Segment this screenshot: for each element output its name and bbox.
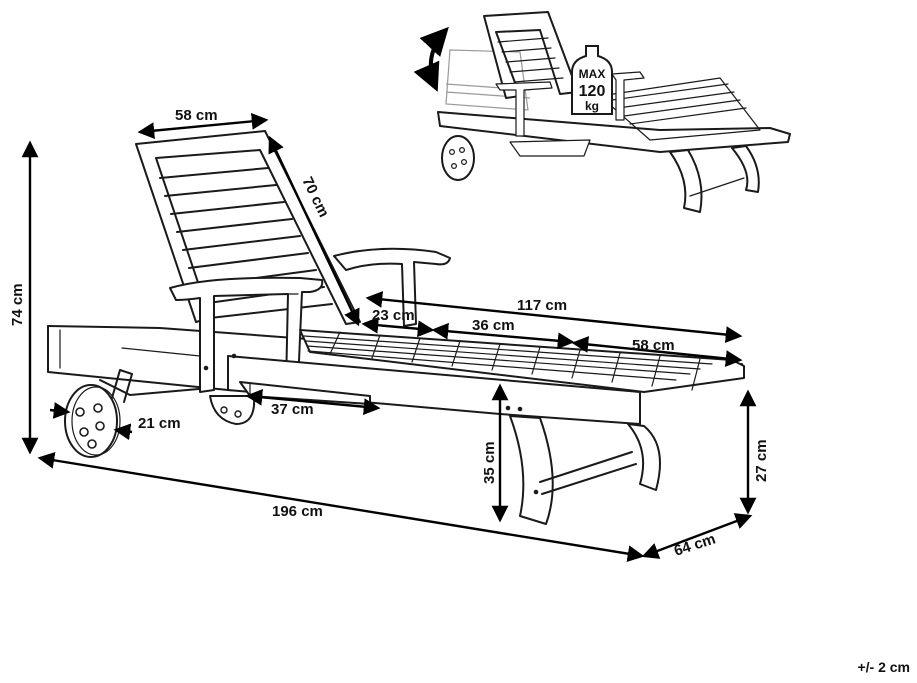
dim-21-wheel-left: [49, 402, 71, 419]
label-seat-section-a: 23 cm: [372, 307, 415, 324]
rear-wheel: [64, 384, 121, 458]
label-seat-section-b: 36 cm: [472, 317, 515, 334]
label-backrest-width: 58 cm: [175, 107, 218, 124]
inset-lounger-drawing: MAX 120 kg: [413, 11, 791, 213]
max-load-weight-icon: MAX 120 kg: [571, 45, 613, 115]
dim-196-length: [37, 452, 645, 562]
dimension-labels: 58 cm 70 cm 74 cm 117 cm 23 cm 36 cm 58 …: [9, 107, 770, 560]
dim-117-seat: [365, 291, 743, 343]
dim-70-backrest: [268, 135, 360, 327]
dimension-lines: [21, 112, 757, 562]
label-seat-section-c: 58 cm: [632, 337, 675, 354]
dim-21-wheel-right: [113, 423, 133, 441]
dim-23-seat: [361, 316, 435, 338]
dim-36-seat: [431, 322, 575, 350]
max-load-label: MAX: [579, 67, 606, 81]
label-total-length: 196 cm: [272, 503, 323, 520]
dim-64-width: [641, 513, 753, 559]
label-total-height: 74 cm: [9, 283, 26, 326]
label-seat-height: 35 cm: [481, 441, 498, 484]
reclining-arrow-icon: [413, 26, 449, 92]
max-load-value: 120: [579, 83, 606, 100]
label-wheel-diameter: 21 cm: [138, 415, 181, 432]
dim-58-seat: [571, 336, 743, 367]
max-load-unit: kg: [585, 99, 599, 113]
label-tray-width: 37 cm: [271, 401, 314, 418]
front-wheel: [209, 395, 256, 425]
label-seat-length: 117 cm: [517, 297, 567, 314]
tolerance-note: +/- 2 cm: [857, 659, 910, 675]
label-total-width: 64 cm: [672, 530, 718, 559]
dim-58-backrest: [137, 112, 269, 140]
dim-37-tray: [245, 388, 381, 416]
label-leg-height: 27 cm: [753, 439, 770, 482]
